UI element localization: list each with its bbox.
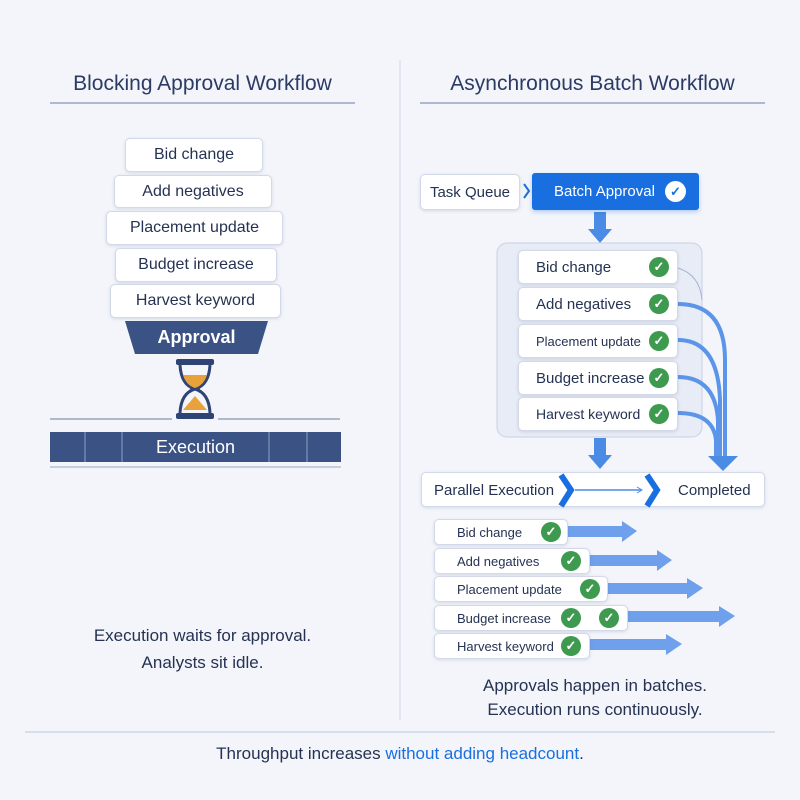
parallel-execution-bar: Parallel Execution Completed [421, 472, 765, 508]
left-title-underline [50, 102, 355, 104]
exec-task-label: Add negatives [457, 553, 540, 569]
check-icon: ✓ [561, 608, 581, 628]
batch-task-label: Bid change [536, 258, 612, 276]
batch-task: Harvest keyword ✓ [518, 397, 678, 431]
exec-task-label: Budget increase [457, 610, 551, 626]
exec-task-label: Placement update [457, 581, 562, 597]
exec-task-label: Bid change [457, 524, 523, 540]
hourglass-icon [176, 359, 214, 419]
left-task-add-negatives: Add negatives [114, 175, 272, 208]
batch-task-label: Budget increase [536, 369, 645, 387]
approval-funnel [125, 321, 268, 354]
check-icon: ✓ [649, 294, 669, 314]
left-caption-2: Analysts sit idle. [141, 653, 264, 672]
right-title-underline [420, 102, 765, 104]
exec-task: Budget increase ✓ ✓ [434, 605, 628, 631]
check-icon: ✓ [580, 579, 600, 599]
exec-task: Harvest keyword ✓ [434, 633, 590, 659]
batch-task: Bid change ✓ [518, 250, 678, 284]
parallel-execution-label: Parallel Execution [434, 482, 555, 499]
execution-bar [50, 432, 341, 462]
arrow-down-icon [588, 455, 612, 469]
check-icon: ✓ [599, 608, 619, 628]
left-task-budget-increase: Budget increase [115, 248, 277, 282]
check-icon: ✓ [541, 522, 561, 542]
left-caption-1: Execution waits for approval. [93, 626, 312, 645]
chevron-right-icon [523, 183, 531, 199]
check-icon: ✓ [561, 636, 581, 656]
batch-task: Add negatives ✓ [518, 287, 678, 321]
check-icon: ✓ [561, 551, 581, 571]
completed-label: Completed [678, 482, 751, 499]
approval-label: Approval [157, 327, 236, 347]
left-task-harvest-keyword: Harvest keyword [110, 284, 281, 318]
batch-task-label: Placement update [536, 333, 641, 349]
batch-approval-box: Batch Approval ✓ [532, 173, 699, 210]
batch-task-label: Add negatives [536, 295, 632, 313]
execution-label: Execution [155, 436, 236, 457]
right-caption-1: Approvals happen in batches. [483, 676, 707, 695]
left-task-bid-change: Bid change [125, 138, 263, 172]
batch-task: Budget increase✓ [518, 361, 678, 395]
completion-arrows [677, 302, 727, 458]
check-icon: ✓ [665, 181, 686, 202]
exec-task-label: Harvest keyword [457, 638, 554, 654]
check-icon: ✓ [649, 368, 669, 388]
batch-task-label: Harvest keyword [536, 406, 641, 422]
flow-chevrons [558, 473, 661, 508]
batch-approval-label: Batch Approval [554, 183, 655, 200]
batch-task: Placement update ✓ [518, 324, 678, 358]
arrow-down-icon [588, 229, 612, 243]
right-title: Asynchronous Batch Workflow [450, 72, 735, 95]
check-icon: ✓ [649, 404, 669, 424]
footer-text: Throughput increases without adding head… [0, 744, 800, 764]
exec-task: Bid change ✓ [434, 519, 568, 545]
exec-arrows [568, 521, 735, 655]
footer-lead: Throughput increases [216, 744, 386, 763]
footer-highlight: without adding headcount [385, 744, 580, 763]
left-title: Blocking Approval Workflow [73, 72, 332, 95]
right-caption-2: Execution runs continuously. [487, 700, 703, 719]
task-queue-box: Task Queue [420, 174, 520, 210]
footer-end: . [579, 744, 584, 763]
check-icon: ✓ [649, 331, 669, 351]
exec-task: Add negatives ✓ [434, 548, 590, 574]
exec-task: Placement update ✓ [434, 576, 608, 602]
check-icon: ✓ [649, 257, 669, 277]
left-task-placement-update: Placement update [106, 211, 283, 245]
